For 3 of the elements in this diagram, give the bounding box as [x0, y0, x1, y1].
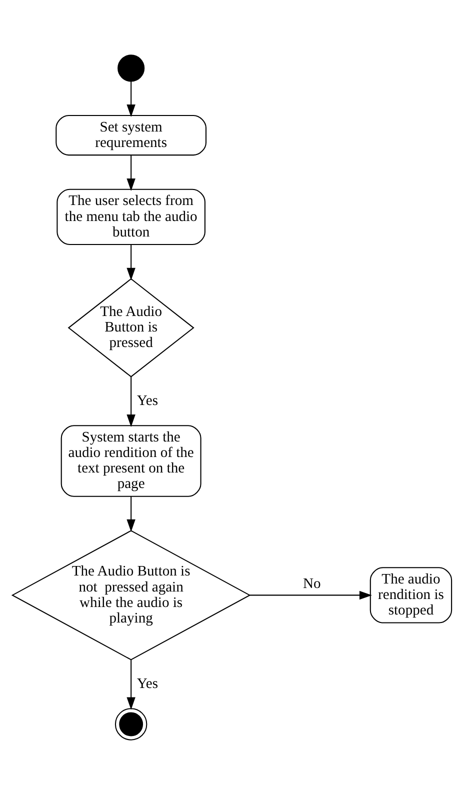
edge-label: Yes	[136, 676, 158, 692]
edge-label: Yes	[136, 392, 158, 408]
edge-label: No	[302, 576, 321, 592]
